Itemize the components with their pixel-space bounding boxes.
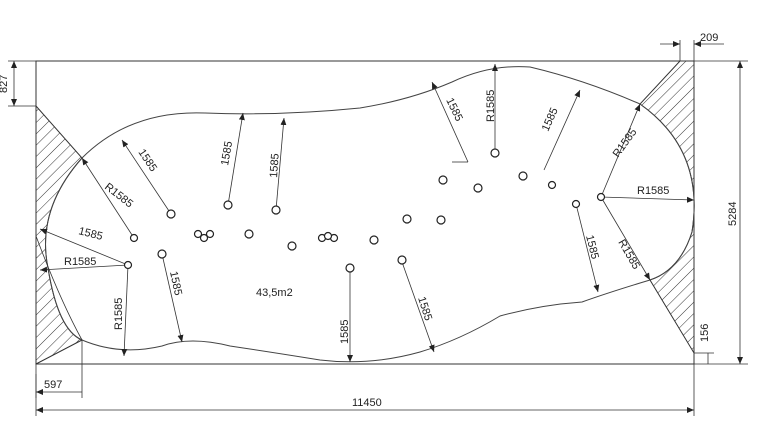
offset-label-9: 1585 xyxy=(540,106,561,133)
radius-label-4: R1585 xyxy=(485,90,497,122)
top-right-offset-label: 209 xyxy=(700,32,718,44)
radius-label-2: R1585 xyxy=(64,256,96,268)
offset-label-4: 1585 xyxy=(219,140,235,166)
top-left-offset-label: 827 xyxy=(0,75,10,93)
offset-label-3: 1585 xyxy=(167,270,184,296)
offset-label-5: 1585 xyxy=(268,153,282,178)
radius-label-3: R1585 xyxy=(113,298,125,330)
overall-height-label: 5284 xyxy=(727,202,739,226)
area-label: 43,5m2 xyxy=(256,287,293,299)
offset-label-6: 1585 xyxy=(339,320,351,344)
dimension-leaders xyxy=(39,64,695,362)
offset-label-10: 1585 xyxy=(583,234,601,261)
radius-label-1: R1585 xyxy=(102,181,135,210)
offset-label-1: 1585 xyxy=(136,147,160,174)
outer-dimension-lines xyxy=(8,40,748,416)
right-hatched-region xyxy=(639,60,695,355)
bottom-right-offset-label: 156 xyxy=(699,324,711,342)
radius-label-7: R1585 xyxy=(615,238,642,272)
offset-label-2: 1585 xyxy=(77,225,104,243)
outer-boundary xyxy=(35,60,695,365)
fixture-markers xyxy=(123,148,606,273)
pool-outline xyxy=(45,66,695,363)
left-radius-arc xyxy=(35,235,83,341)
offset-label-7: 1585 xyxy=(415,295,434,322)
left-hatched-region xyxy=(35,104,84,365)
offset-label-8: 1585 xyxy=(443,96,465,123)
radius-label-5: R1585 xyxy=(611,126,640,159)
radius-label-6: R1585 xyxy=(637,185,669,197)
left-offset-label: 597 xyxy=(44,379,62,391)
overall-width-label: 11450 xyxy=(352,397,382,409)
